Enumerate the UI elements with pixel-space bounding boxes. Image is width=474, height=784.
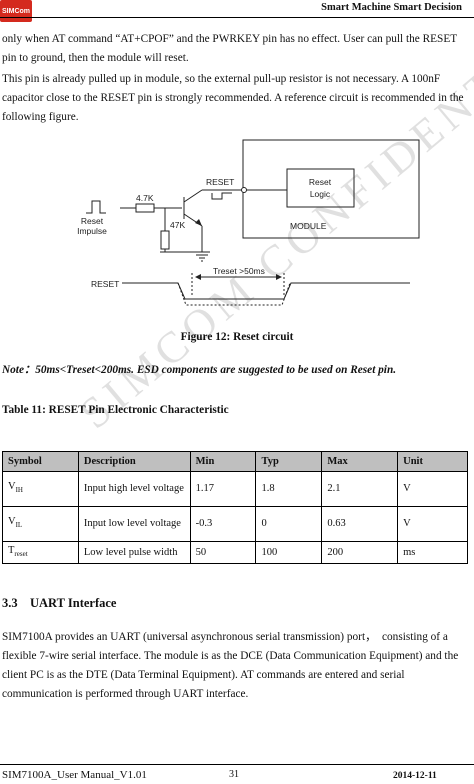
cell-typ: 1.8 (255, 471, 323, 507)
table-row: VIH Input high level voltage 1.17 1.8 2.… (2, 471, 468, 507)
cell-max: 0.63 (321, 506, 399, 542)
table-row: Treset Low level pulse width 50 100 200 … (2, 540, 468, 565)
footer-document-name: SIM7100A_User Manual_V1.01 (2, 769, 147, 781)
cell-unit: V (397, 506, 468, 542)
cell-description: Low level pulse width (77, 540, 191, 565)
cell-typ: 0 (255, 506, 323, 542)
cell-description: Input low level voltage (77, 506, 191, 542)
uart-paragraph: SIM7100A provides an UART (universal asy… (2, 631, 459, 700)
cell-max: 200 (321, 540, 399, 565)
table-title: Table 11: RESET Pin Electronic Character… (2, 404, 229, 416)
cell-description: Input high level voltage (77, 471, 191, 507)
cell-symbol: VIH (2, 471, 79, 507)
col-header-min: Min (189, 451, 257, 472)
cell-symbol: Treset (2, 540, 79, 565)
cell-unit: ms (397, 540, 468, 565)
cell-min: 50 (189, 540, 257, 565)
cell-min: 1.17 (189, 471, 257, 507)
col-header-description: Description (77, 451, 191, 472)
reset-characteristic-table: Symbol Description Min Typ Max Unit VIH … (2, 451, 468, 565)
module-label: MODULE (290, 221, 327, 231)
cell-unit: V (397, 471, 468, 507)
reset-logic-box (286, 168, 355, 208)
col-header-max: Max (321, 451, 399, 472)
reset-wave-label: RESET (91, 279, 119, 289)
reset-pin-label: RESET (206, 177, 234, 187)
page-number: 31 (229, 769, 239, 780)
table-header-row: Symbol Description Min Typ Max Unit (2, 451, 468, 472)
module-box (242, 139, 420, 239)
footer-date: 2014-12-11 (393, 771, 437, 781)
body-paragraph-2: This pin is already pulled up in module,… (2, 73, 464, 123)
resistor-47k-label: 47K (170, 220, 185, 230)
impulse-label-2: Impulse (77, 226, 107, 236)
header-tagline: Smart Machine Smart Decision (321, 2, 462, 13)
col-header-typ: Typ (255, 451, 323, 472)
header-divider (0, 17, 474, 18)
col-header-unit: Unit (397, 451, 468, 472)
reset-logic-label-2: Logic (310, 189, 331, 199)
footer-divider (0, 764, 474, 765)
company-logo: SIMCom (0, 0, 32, 22)
col-header-symbol: Symbol (2, 451, 79, 472)
impulse-label-1: Reset (81, 216, 104, 226)
reset-circuit-diagram: RESET Reset Logic MODULE 4.7K 47K Reset … (77, 139, 420, 306)
note-text: Note：50ms<Treset<200ms. ESD components a… (2, 364, 397, 376)
cell-min: -0.3 (189, 506, 257, 542)
cell-typ: 100 (255, 540, 323, 565)
section-number: 3.3 (2, 596, 18, 610)
section-heading: 3.3 UART Interface (2, 596, 116, 611)
cell-max: 2.1 (321, 471, 399, 507)
resistor-4k7-label: 4.7K (136, 193, 154, 203)
cell-symbol: VIL (2, 506, 79, 542)
figure-caption: Figure 12: Reset circuit (180, 331, 294, 343)
section-title: UART Interface (30, 596, 117, 610)
table-row: VIL Input low level voltage -0.3 0 0.63 … (2, 506, 468, 542)
treset-label: Treset >50ms (213, 266, 265, 276)
reset-logic-label-1: Reset (309, 177, 332, 187)
body-paragraph-1: only when AT command “AT+CPOF” and the P… (2, 33, 457, 64)
